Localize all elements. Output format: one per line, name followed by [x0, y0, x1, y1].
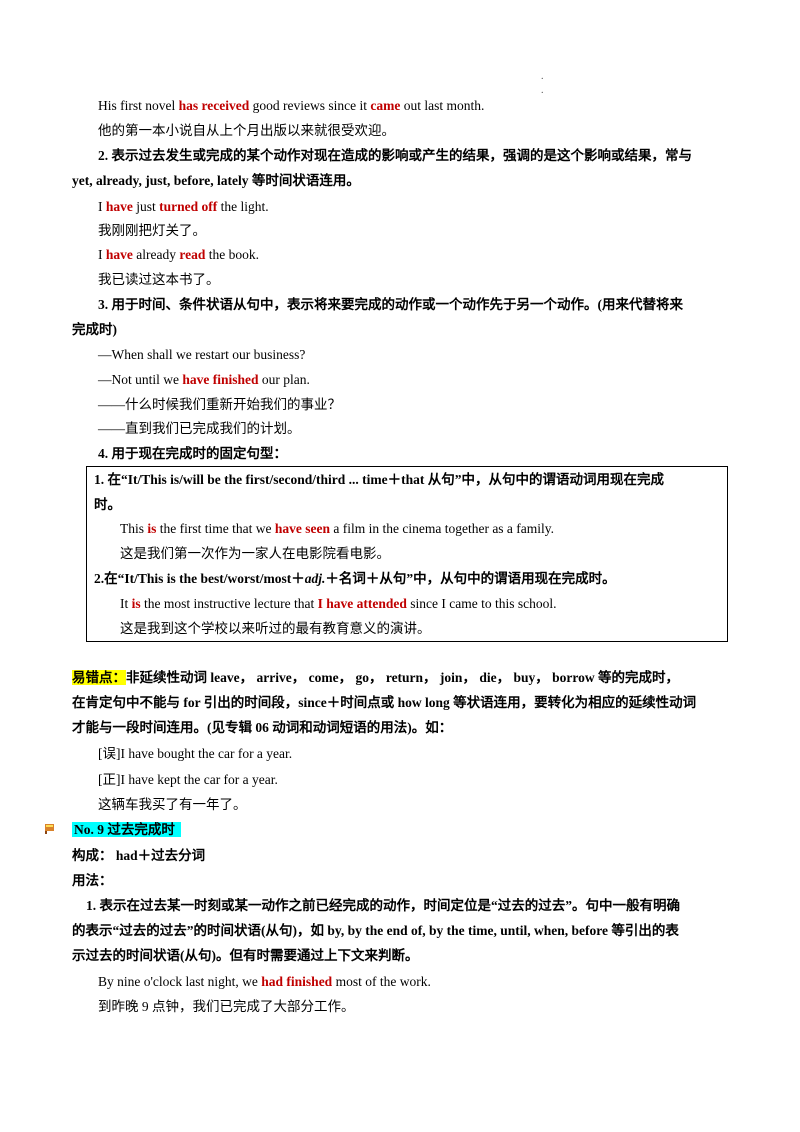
example-sentence: His first novel has received good review… [98, 97, 484, 115]
text: the book. [205, 247, 259, 262]
text: good reviews since it [249, 98, 371, 113]
rule-4: 4. 用于现在完成时的固定句型： [98, 446, 287, 461]
text: It [120, 596, 132, 611]
text: This [120, 521, 148, 536]
rule-3-line-2: 完成时) [72, 322, 117, 337]
note-line-1: 易错点：非延续性动词 leave， arrive， come， go， retu… [72, 669, 679, 687]
section-usage: 用法： [72, 873, 113, 888]
note-line-2: 在肯定句中不能与 for 引出的时间段，since＋时间点或 how long … [72, 695, 697, 710]
example-translation: 这辆车我买了有一年了。 [98, 797, 247, 812]
past-perfect-rule-line-1: 1. 表示在过去某一时刻或某一动作之前已经完成的动作，时间定位是“过去的过去”。… [86, 898, 680, 913]
pattern-1-line-2: 时。 [94, 497, 121, 512]
text: the most instructive lecture that [140, 596, 318, 611]
dialogue-line: —When shall we restart our business? [98, 347, 306, 362]
text: since I came to this school. [406, 596, 557, 611]
text: just [132, 199, 160, 214]
pattern-2: 2.在“It/This is the best/worst/most＋adj.＋… [94, 570, 616, 588]
dialogue-translation: ——什么时候我们重新开始我们的事业？ [98, 397, 341, 412]
rule-2-line-1: 2. 表示过去发生或完成的某个动作对现在造成的影响或产生的结果，强调的是这个影响… [98, 148, 692, 163]
dialogue-line: —Not until we have finished our plan. [98, 371, 310, 389]
adj-abbrev: adj. [304, 571, 326, 586]
text: out last month. [400, 98, 485, 113]
text: already [132, 247, 180, 262]
section-title: No. 9 过去完成时 [72, 822, 181, 837]
example-sentence: I have already read the book. [98, 246, 259, 264]
text: ＋名词＋从句”中，从句中的谓语用现在完成时。 [325, 571, 616, 586]
highlight-verb: have finished [182, 372, 259, 387]
text: I [98, 247, 106, 262]
dialogue-translation: ——直到我们已完成我们的计划。 [98, 421, 301, 436]
example-translation: 这是我到这个学校以来听过的最有教育意义的演讲。 [120, 621, 431, 636]
fixed-pattern-box [86, 466, 728, 642]
right-example: [正]I have kept the car for a year. [98, 772, 278, 787]
note-line-3: 才能与一段时间连用。(见专辑 06 动词和动词短语的用法)。如： [72, 720, 453, 735]
example-translation: 我刚刚把灯关了。 [98, 223, 206, 238]
text: our plan. [258, 372, 310, 387]
bookmark-icon [45, 824, 54, 834]
example-sentence: By nine o'clock last night, we had finis… [98, 973, 431, 991]
page-corner-dots: . . [541, 71, 544, 96]
highlight-verb: I have attended [317, 596, 407, 611]
highlight-verb: read [179, 247, 206, 262]
example-sentence: This is the first time that we have seen… [120, 520, 554, 538]
section-form: 构成： had＋过去分词 [72, 848, 206, 863]
example-sentence: I have just turned off the light. [98, 198, 269, 216]
rule-2-line-2: yet, already, just, before, lately 等时间状语… [72, 173, 360, 188]
highlight-verb: is [147, 521, 157, 536]
highlight-verb: have [105, 247, 133, 262]
highlight-verb: have [105, 199, 133, 214]
past-perfect-rule-line-3: 示过去的时间状语(从句)。但有时需要通过上下文来判断。 [72, 948, 419, 963]
example-translation: 他的第一本小说自从上个月出版以来就很受欢迎。 [98, 123, 395, 138]
highlight-verb: has received [178, 98, 250, 113]
section-heading: No. 9 过去完成时 [72, 821, 181, 839]
text: By nine o'clock last night, we [98, 974, 262, 989]
text: I [98, 199, 106, 214]
text: the first time that we [156, 521, 275, 536]
pattern-1-line-1: 1. 在“It/This is/will be the first/second… [94, 472, 664, 487]
text: a film in the cinema together as a famil… [330, 521, 555, 536]
highlight-verb: turned off [159, 199, 218, 214]
example-translation: 这是我们第一次作为一家人在电影院看电影。 [120, 546, 390, 561]
wrong-example: [误]I have bought the car for a year. [98, 746, 293, 761]
text: most of the work. [332, 974, 431, 989]
text: His first novel [98, 98, 179, 113]
note-label: 易错点： [72, 670, 126, 685]
text: the light. [217, 199, 269, 214]
highlight-verb: had finished [261, 974, 333, 989]
highlight-verb: have seen [274, 521, 330, 536]
highlight-verb: came [370, 98, 401, 113]
text: 非延续性动词 leave， arrive， come， go， return， … [126, 670, 679, 685]
text: 2.在“It/This is the best/worst/most＋ [94, 571, 305, 586]
text: —Not until we [98, 372, 183, 387]
highlight-verb: is [131, 596, 141, 611]
example-translation: 我已读过这本书了。 [98, 272, 220, 287]
past-perfect-rule-line-2: 的表示“过去的过去”的时间状语(从句)，如 by, by the end of,… [72, 923, 679, 938]
example-sentence: It is the most instructive lecture that … [120, 595, 556, 613]
rule-3-line-1: 3. 用于时间、条件状语从句中，表示将来要完成的动作或一个动作先于另一个动作。(… [98, 297, 683, 312]
example-translation: 到昨晚 9 点钟，我们已完成了大部分工作。 [98, 999, 355, 1014]
